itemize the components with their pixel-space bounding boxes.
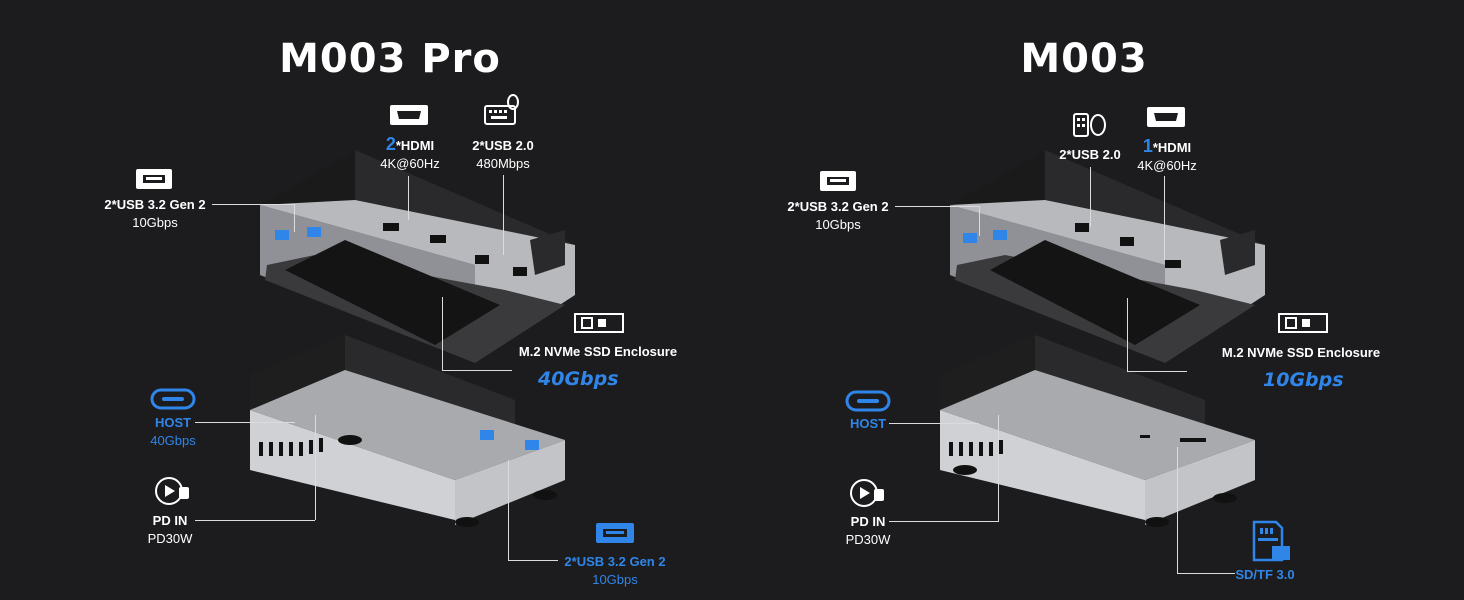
host-label-right: HOST — [849, 416, 887, 431]
usb32-top-label-left: 2*USB 3.2 Gen 2 10Gbps — [104, 197, 206, 230]
usb-c-port-icon — [150, 388, 196, 410]
ssd-label-left: M.2 NVMe SSD Enclosure — [518, 344, 678, 359]
usb32-bottom-label-left: 2*USB 3.2 Gen 2 10Gbps — [564, 554, 666, 587]
hdmi-port-icon-right — [1146, 106, 1186, 128]
device-bottom-view-m003 — [935, 330, 1275, 530]
keyboard-mouse-icon-right — [1072, 106, 1108, 138]
host-label-left: HOST 40Gbps — [150, 415, 196, 448]
usb32-top-label-right: 2*USB 3.2 Gen 2 10Gbps — [787, 199, 889, 232]
usb-a-port-blue-icon — [595, 522, 635, 544]
power-plug-icon-right — [848, 477, 888, 509]
sd-card-icon — [1250, 520, 1294, 562]
keyboard-mouse-icon — [483, 94, 523, 128]
usb-a-port-icon — [135, 168, 173, 190]
usb-c-port-icon-right — [845, 390, 891, 412]
usb20-label-left: 2*USB 2.0 480Mbps — [472, 138, 534, 171]
pd-label-left: PD IN PD30W — [147, 513, 193, 546]
ssd-icon-right — [1278, 312, 1328, 334]
ssd-label-right: M.2 NVMe SSD Enclosure — [1221, 345, 1381, 360]
ssd-speed-right: 10Gbps — [1263, 369, 1344, 391]
product-title-m003-pro: M003 Pro — [279, 36, 501, 82]
product-title-m003: M003 — [1020, 36, 1148, 82]
power-plug-icon — [153, 475, 193, 507]
usb-a-port-icon-right — [819, 170, 857, 192]
hdmi-port-icon — [389, 104, 429, 126]
device-bottom-view — [245, 330, 585, 530]
pd-label-right: PD IN PD30W — [845, 514, 891, 547]
sdtf-label-right: SD/TF 3.0 — [1235, 567, 1295, 582]
device-top-view — [245, 145, 645, 370]
usb20-label-right: 2*USB 2.0 — [1059, 147, 1121, 162]
hdmi-label-left: 2*HDMI 4K@60Hz — [380, 134, 440, 171]
ssd-icon — [574, 312, 624, 334]
device-top-view-m003 — [935, 145, 1335, 370]
hdmi-label-right: 1*HDMI 4K@60Hz — [1137, 136, 1197, 173]
ssd-speed-left: 40Gbps — [538, 368, 619, 390]
